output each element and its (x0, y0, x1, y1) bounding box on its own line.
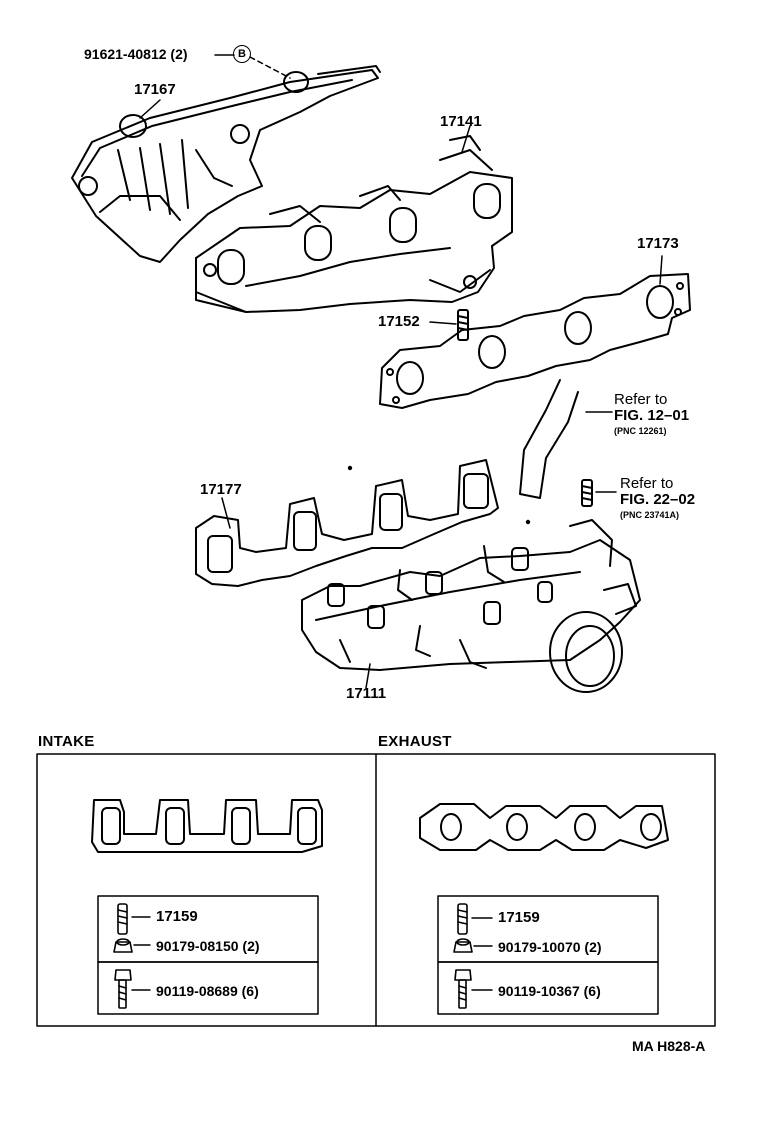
intake-nut-label: 90179-08150 (2) (156, 938, 260, 954)
exhaust-gasket-drawing (379, 273, 691, 409)
reference-2-refer: Refer to (620, 475, 674, 492)
intake-bolt-label: 90119-08689 (6) (156, 983, 259, 999)
stud-bolt-drawing (457, 309, 469, 341)
small-stud-drawing (581, 479, 593, 507)
footer-code: MA H828-A (632, 1038, 706, 1054)
exhaust-kit-gasket-drawing (419, 803, 669, 851)
label-stud-bolt: 17152 (378, 313, 420, 330)
intake-hardware-drawing (113, 903, 133, 1009)
intake-stud-label: 17159 (156, 908, 198, 925)
exhaust-manifold-drawing (195, 135, 513, 313)
reference-1-pnc: (PNC 12261) (614, 426, 667, 436)
exhaust-bolt-label: 90119-10367 (6) (498, 983, 601, 999)
exhaust-stud-label: 17159 (498, 909, 540, 926)
label-exhaust-manifold: 17141 (440, 113, 482, 130)
exhaust-panel-title: EXHAUST (378, 733, 452, 750)
intake-gasket-drawing (195, 459, 499, 587)
label-intake-gasket: 17177 (200, 481, 242, 498)
label-intake-manifold: 17111 (346, 685, 387, 702)
bolt-marker-circle: B (233, 45, 251, 63)
heat-insulator-drawing (71, 65, 381, 263)
reference-1-refer: Refer to (614, 391, 668, 408)
exhaust-nut-label: 90179-10070 (2) (498, 939, 602, 955)
intake-panel-title: INTAKE (38, 733, 95, 750)
reference-2-fig: FIG. 22–02 (620, 491, 696, 508)
label-bolt-part: 91621-40812 (2) (84, 46, 188, 62)
label-exhaust-gasket: 17173 (637, 235, 679, 252)
reference-2-pnc: (PNC 23741A) (620, 510, 680, 520)
intake-kit-gasket-drawing (91, 799, 323, 853)
reference-1-fig: FIG. 12–01 (614, 407, 690, 424)
water-hose-drawing (519, 379, 579, 499)
exhaust-hardware-drawing (453, 903, 473, 1009)
label-heat-insulator: 17167 (134, 81, 176, 98)
intake-manifold-drawing (301, 519, 641, 693)
